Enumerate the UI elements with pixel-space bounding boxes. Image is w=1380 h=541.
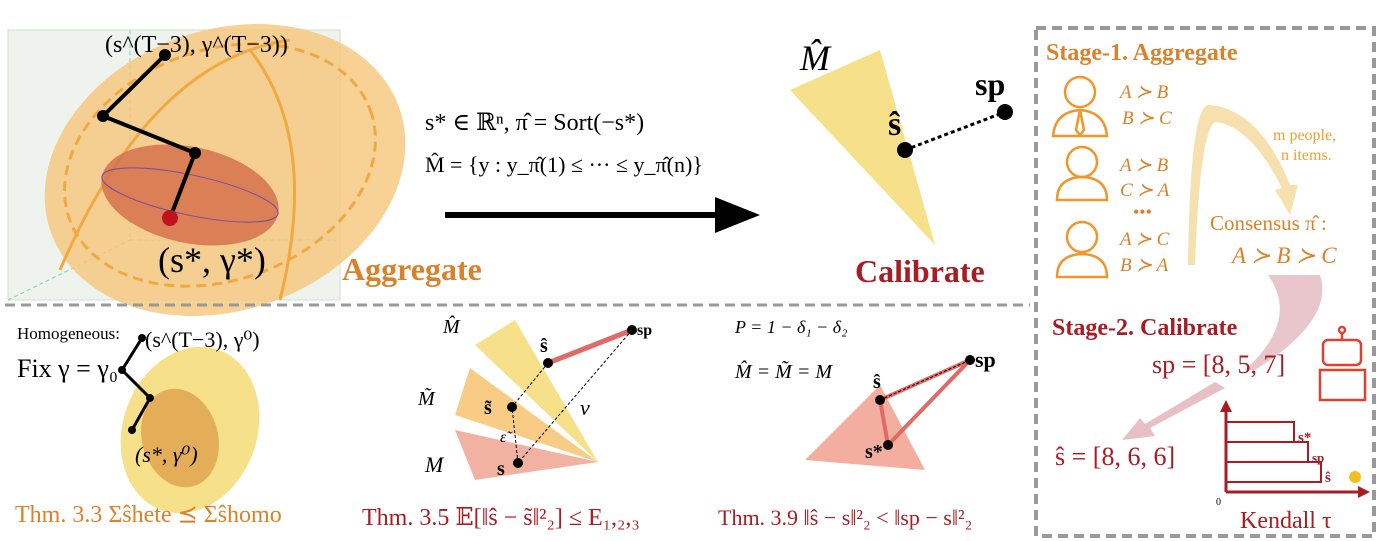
- equal-cones-illustration: P = 1 − δ₁ − δ₂ M̂ = M̃ = M ŝ s* sp Thm.…: [718, 317, 996, 530]
- s-hat-label: ŝ: [888, 106, 901, 143]
- pref-2a: A ≻ B: [1118, 155, 1169, 176]
- theorem-3-5: Thm. 3.5 𝔼[‖ŝ − s̃‖²₂] ≤ E₁,₂,₃: [362, 505, 640, 531]
- sp-label: sp: [975, 66, 1005, 102]
- nu-label: ν: [580, 395, 590, 420]
- n-items-label: n items.: [1281, 147, 1332, 164]
- consensus-order: A ≻ B ≻ C: [1230, 243, 1337, 268]
- iteration-path: [99, 53, 198, 219]
- theorem-3-3: Thm. 3.3 Σŝhete ⪯ Σŝhomo: [15, 502, 282, 528]
- optimum-label: (s*, γ*): [158, 240, 266, 280]
- sp-value: sp = [8, 5, 7]: [1152, 350, 1285, 379]
- formula-line-1: s* ∈ ℝⁿ, π̂ = Sort(−s*): [425, 110, 644, 136]
- s-label-3: s*: [865, 441, 883, 463]
- m-hat-label-2: M̂: [442, 315, 461, 338]
- m-people-label: m people,: [1273, 127, 1336, 144]
- arrow-head-icon: [715, 197, 760, 233]
- calibrate-title: Calibrate: [855, 253, 985, 289]
- axis-zero: 0: [1216, 497, 1221, 508]
- stage-2-title: Stage-2. Calibrate: [1052, 315, 1238, 341]
- cones-equal-label: M̂ = M̃ = M: [734, 360, 833, 383]
- output-arrow-icon: [1122, 382, 1225, 440]
- bar-label-s-star: s*: [1298, 430, 1311, 446]
- consensus-label: Consensus π̂ :: [1210, 211, 1327, 235]
- panel-border: [1034, 26, 1376, 538]
- person-suit-icon: [1051, 75, 1109, 138]
- robot-icon: [1318, 325, 1367, 402]
- formula-line-2: M̂ = {y : y_π̂(1) ≤ ··· ≤ y_π̂(n)}: [425, 152, 703, 177]
- s-label: s: [497, 458, 505, 480]
- cone-m-hat: [790, 50, 935, 245]
- pref-1a: A ≻ B: [1118, 82, 1169, 103]
- stage-1-title: Stage-1. Aggregate: [1046, 40, 1238, 66]
- inner-ellipsoid: [101, 144, 279, 246]
- person-icons: [1051, 75, 1109, 279]
- aggregate-arrow-icon: [1188, 104, 1298, 265]
- bar-label-s-hat: ŝ: [1325, 470, 1331, 486]
- person-icon: [1055, 145, 1109, 202]
- sp-label-2: sp: [637, 322, 652, 339]
- pref-3b: B ≻ A: [1120, 255, 1169, 276]
- theorem-3-9: Thm. 3.9 ‖ŝ − s‖²₂ < ‖sp − s‖²₂: [718, 505, 972, 530]
- three-cones-illustration: M̂ M̃ M ŝ s̃ s sp ν ε̃ Thm. 3.5 𝔼[‖ŝ − s…: [362, 315, 652, 531]
- pref-3a: A ≻ C: [1118, 229, 1170, 250]
- bar-sp: [1225, 441, 1309, 463]
- pref-1b: B ≻ C: [1122, 108, 1172, 129]
- iterate-label: (s^(T−3), γ^(T−3)): [105, 32, 288, 58]
- kendall-bar-chart: s* sp ŝ 0 Kendall τ: [1216, 400, 1370, 534]
- ellipsis: •••: [1133, 202, 1152, 222]
- preference-list: A ≻ B B ≻ C A ≻ B C ≻ A A ≻ C B ≻ A: [1118, 82, 1172, 276]
- calibrate-arrow-icon: [1245, 275, 1323, 370]
- s-hat-label-3: ŝ: [873, 371, 881, 393]
- s-tilde-label: s̃: [484, 397, 492, 419]
- person-icon: [1055, 220, 1109, 279]
- bar-s-hat: [1225, 461, 1322, 483]
- bar-label-sp: sp: [1312, 450, 1324, 465]
- homo-iterate-label: (s^(T−3), γ⁰): [145, 327, 260, 352]
- s-hat-label-2: ŝ: [540, 335, 548, 357]
- m-label: M: [424, 452, 445, 477]
- axis-label: Kendall τ: [1240, 508, 1332, 534]
- homo-optimum-label: (s*, γ⁰): [135, 442, 198, 467]
- m-hat-label: M̂: [799, 38, 832, 78]
- homogeneous-illustration: Homogeneous: Fix γ = γ₀ (s^(T−3), γ⁰) (s…: [15, 324, 282, 528]
- formula-block: s* ∈ ℝⁿ, π̂ = Sort(−s*) M̂ = {y : y_π̂(1…: [425, 110, 760, 233]
- optimum-point: [162, 210, 178, 226]
- bar-s-star: [1225, 421, 1295, 443]
- stage-panel: Stage-1. Aggregate A ≻ B B ≻ C A ≻ B C ≻…: [1034, 26, 1376, 538]
- probability-label: P = 1 − δ₁ − δ₂: [734, 317, 847, 337]
- homogeneous-label: Homogeneous:: [17, 324, 120, 343]
- s-hat-value: ŝ = [8, 6, 6]: [1055, 442, 1175, 471]
- ellipsoid-illustration: (s^(T−3), γ^(T−3)) (s*, γ*) Aggregate: [7, 24, 482, 316]
- m-tilde-label: M̃: [417, 387, 436, 410]
- aggregate-title: Aggregate: [342, 251, 482, 287]
- pref-2b: C ≻ A: [1120, 180, 1170, 201]
- sp-label-3: sp: [975, 347, 996, 372]
- gold-medal-icon: [1349, 471, 1361, 483]
- calibrate-illustration: M̂ ŝ sp Calibrate: [790, 38, 1013, 289]
- fix-gamma-label: Fix γ = γ₀: [17, 354, 118, 383]
